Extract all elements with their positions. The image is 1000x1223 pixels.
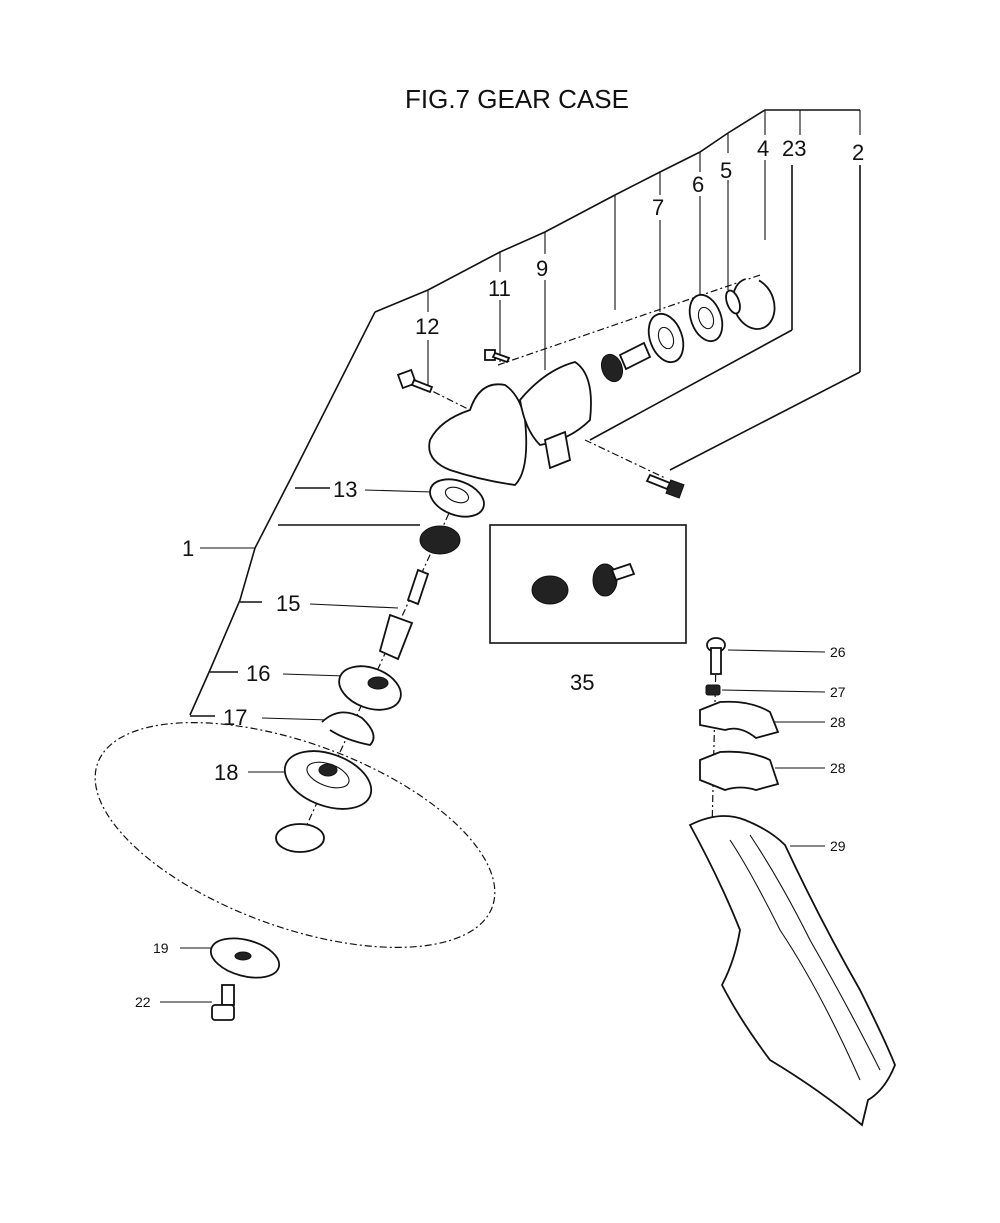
part-labels: 2 23 4 5 6 7 9 11 12 13 1 15 16 17 18 19… [135,136,864,1010]
label-28-upper: 28 [830,714,846,730]
label-17: 17 [223,705,247,730]
gear-case-body [428,361,592,486]
label-35: 35 [570,670,594,695]
label-7: 7 [652,195,664,220]
bolt-12-part [396,368,434,394]
circlip-17-part [321,711,375,746]
figure-title: FIG.7 GEAR CASE [405,84,629,114]
label-28-lower: 28 [830,760,846,776]
washer-19-part [209,937,281,979]
label-23: 23 [782,136,806,161]
bolt-22-part [211,984,235,1021]
guard-shield-29 [688,815,896,1127]
label-16: 16 [246,661,270,686]
holder-18-part [283,750,373,810]
clamp-lower-part [699,750,780,791]
label-27: 27 [830,684,846,700]
gear-kit-box [489,524,687,644]
washer-27-part [705,684,721,696]
bearing-7-part [647,312,685,364]
bearing-13-part [429,478,485,518]
label-22: 22 [135,994,151,1010]
label-6: 6 [692,172,704,197]
label-2: 2 [852,140,864,165]
washer-part [725,289,741,315]
shaft-15-part [378,568,430,661]
label-4: 4 [757,136,769,161]
label-11: 11 [488,276,511,301]
circlip-part [732,278,776,330]
label-18: 18 [214,760,238,785]
label-1: 1 [182,536,194,561]
assembly-frame [189,109,861,717]
label-9: 9 [536,256,548,281]
label-29: 29 [830,838,846,854]
blade-disc [94,722,496,948]
leader-lines [160,489,826,1003]
label-15: 15 [276,591,300,616]
bolt-26-part [706,637,726,675]
side-bolt-part [645,473,685,499]
bevel-gear-part [419,525,461,555]
bearing-6-part [688,293,724,343]
clamp-upper-part [699,700,780,739]
label-19: 19 [153,940,169,956]
label-12: 12 [415,314,439,339]
pinion-gear-part [600,341,652,383]
label-26: 26 [830,644,846,660]
bolt-11-part [484,349,511,364]
label-5: 5 [720,158,732,183]
assembly-axes [299,274,761,841]
bearing-16-part [338,665,402,711]
label-13: 13 [333,477,357,502]
